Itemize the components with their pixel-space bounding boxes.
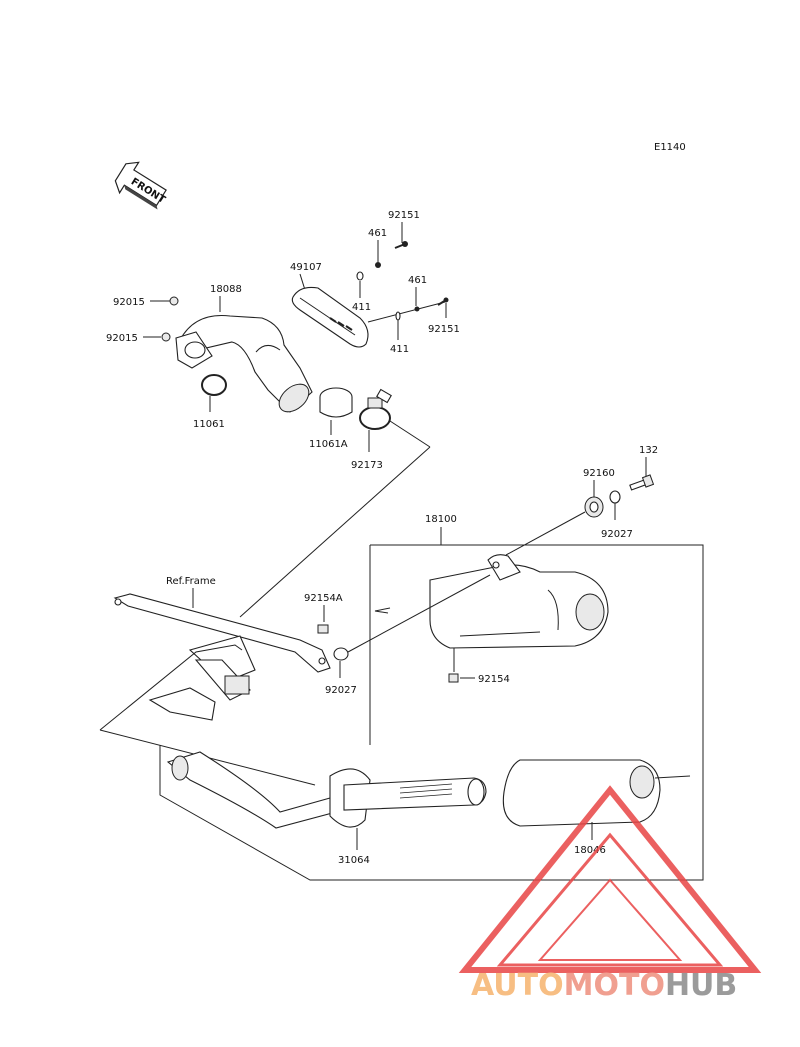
label-92154: 92154 bbox=[478, 674, 510, 685]
label-461-top: 461 bbox=[368, 228, 387, 239]
watermark-moto: MOTO bbox=[564, 968, 665, 1003]
washer-92027-left bbox=[333, 647, 349, 661]
label-92173: 92173 bbox=[351, 460, 383, 471]
mid-pipe-31064 bbox=[166, 751, 487, 829]
label-411-b: 411 bbox=[390, 344, 409, 355]
svg-text:AUTOMOTOHUB: AUTOMOTOHUB bbox=[471, 968, 737, 1003]
grommet-411-a bbox=[356, 271, 364, 281]
washer-461-top bbox=[375, 262, 381, 268]
triangle-logo-icon bbox=[458, 785, 762, 973]
label-92015-b: 92015 bbox=[106, 333, 138, 344]
ref-frame-label: Ref.Frame bbox=[166, 576, 216, 587]
bolt-92151-top bbox=[394, 241, 408, 249]
label-92027-right: 92027 bbox=[601, 529, 633, 540]
muffler-18100 bbox=[429, 554, 609, 649]
heat-guard-49107 bbox=[291, 286, 369, 348]
label-31064: 31064 bbox=[338, 855, 370, 866]
watermark-hub: HUB bbox=[665, 968, 737, 1003]
label-18100: 18100 bbox=[425, 514, 457, 525]
frame-reference bbox=[113, 593, 331, 721]
bolt-132 bbox=[629, 474, 655, 491]
label-18088: 18088 bbox=[210, 284, 242, 295]
label-92160: 92160 bbox=[583, 468, 615, 479]
label-92015-a: 92015 bbox=[113, 297, 145, 308]
label-11061: 11061 bbox=[193, 419, 225, 430]
bolt-92154A bbox=[317, 624, 329, 634]
gasket-11061A bbox=[319, 387, 353, 418]
label-461-right: 461 bbox=[408, 275, 427, 286]
front-arrow-icon: FRONT bbox=[114, 161, 167, 210]
label-132: 132 bbox=[639, 445, 658, 456]
diagram-code: E1140 bbox=[654, 142, 686, 153]
washer-92027-right bbox=[609, 490, 621, 504]
label-11061A: 11061A bbox=[309, 439, 348, 450]
clamp-92173 bbox=[359, 388, 392, 430]
header-pipe-18088 bbox=[175, 314, 313, 413]
damper-92160 bbox=[584, 496, 604, 518]
silencer-18046 bbox=[502, 759, 691, 827]
watermark-auto: AUTO bbox=[471, 968, 564, 1003]
label-49107: 49107 bbox=[290, 262, 322, 273]
label-92151-top: 92151 bbox=[388, 210, 420, 221]
label-92151-right: 92151 bbox=[428, 324, 460, 335]
label-411-a: 411 bbox=[352, 302, 371, 313]
grommet-411-b bbox=[395, 311, 401, 321]
automotohub-watermark: AUTOMOTOHUB bbox=[458, 785, 762, 1003]
bolt-92154 bbox=[448, 673, 459, 683]
label-92027-left: 92027 bbox=[325, 685, 357, 696]
nut-92015-b bbox=[161, 332, 171, 342]
bolt-92151-right bbox=[437, 297, 449, 306]
label-92154A: 92154A bbox=[304, 593, 343, 604]
gasket-11061 bbox=[201, 374, 227, 396]
label-18046: 18046 bbox=[574, 845, 606, 856]
nut-92015-a bbox=[169, 296, 179, 306]
